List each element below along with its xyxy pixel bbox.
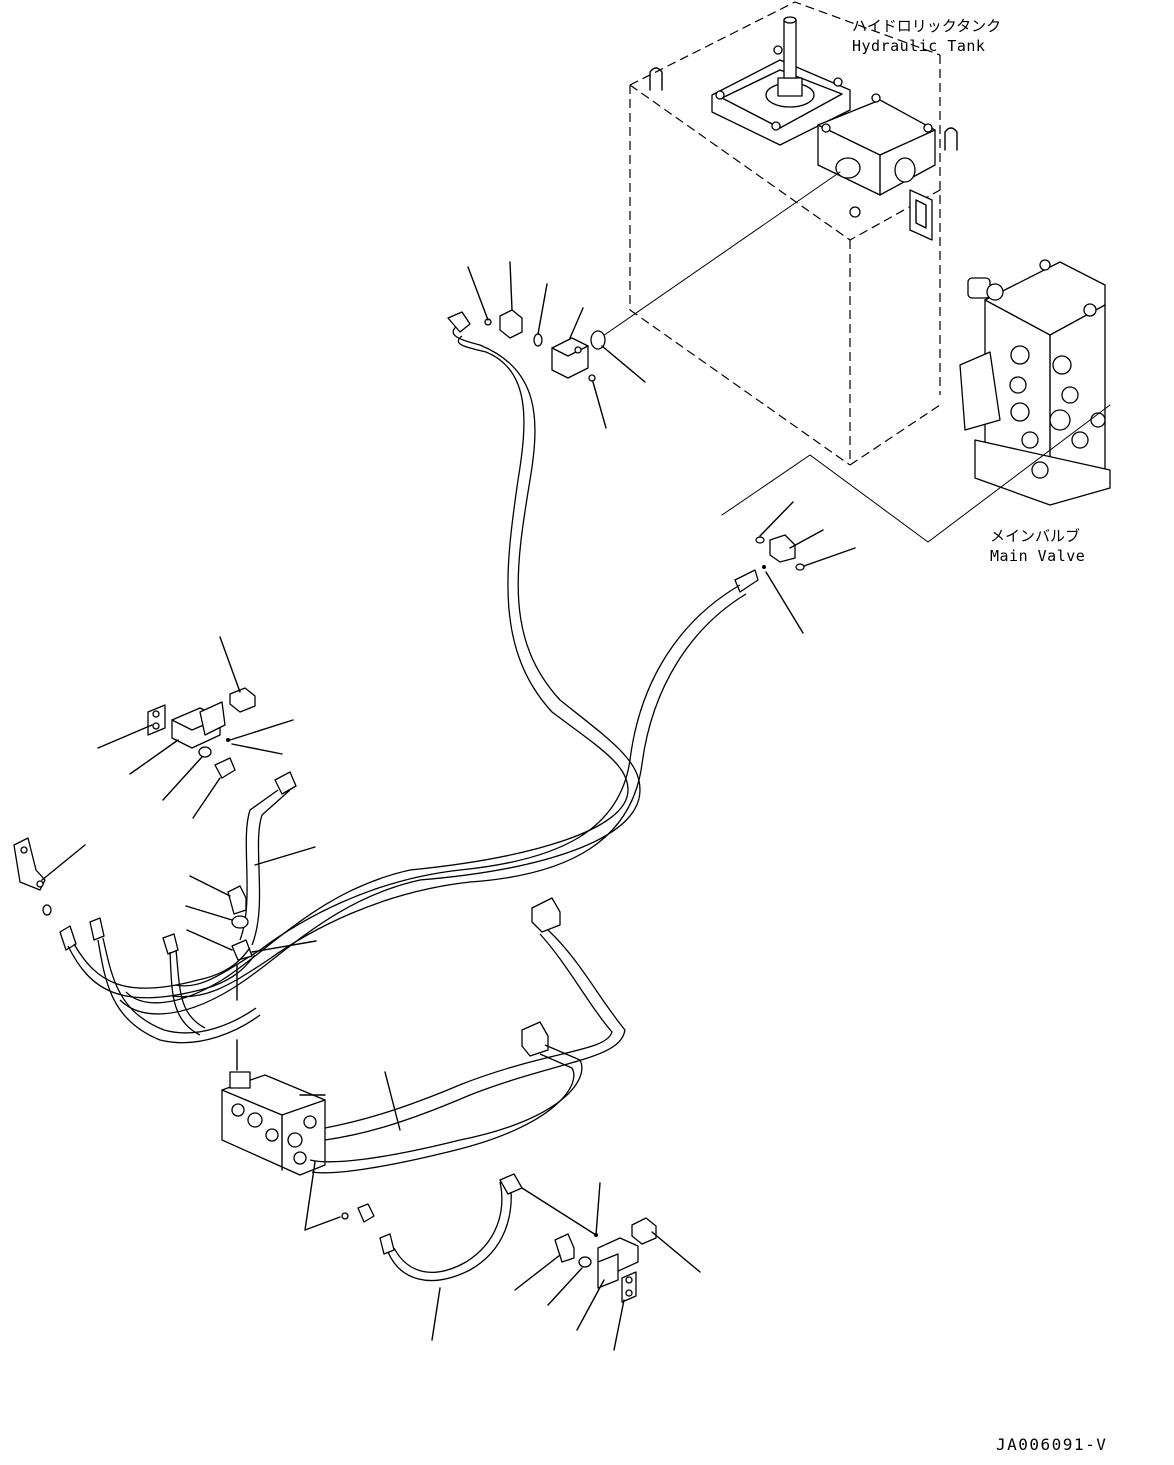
left-bracket-assembly	[97, 636, 316, 946]
main-valve-fittings	[171, 501, 856, 998]
hydraulic-tank-label-jp: ハイドロリックタンク	[852, 17, 1002, 35]
drawing-code: JA006091-V	[996, 1435, 1108, 1454]
lower-hoses	[309, 897, 626, 1174]
main-valve-label-en: Main Valve	[990, 547, 1086, 565]
tank-port-leader	[599, 171, 841, 339]
hydraulic-tank-drawing	[629, 1, 958, 466]
main-valve-leader	[721, 404, 1111, 543]
upper-return-hose	[119, 311, 641, 1015]
hydraulic-tank-label-en: Hydraulic Tank	[852, 37, 986, 55]
left-end-fittings	[13, 837, 261, 1044]
lower-manifold-block	[221, 1071, 341, 1231]
bottom-hose-assembly	[341, 1173, 701, 1351]
main-valve-label-jp: メインバルブ	[990, 527, 1081, 545]
tank-return-fittings	[467, 261, 646, 429]
main-valve-drawing	[959, 259, 1111, 506]
left-clamp-parts	[185, 875, 317, 1071]
